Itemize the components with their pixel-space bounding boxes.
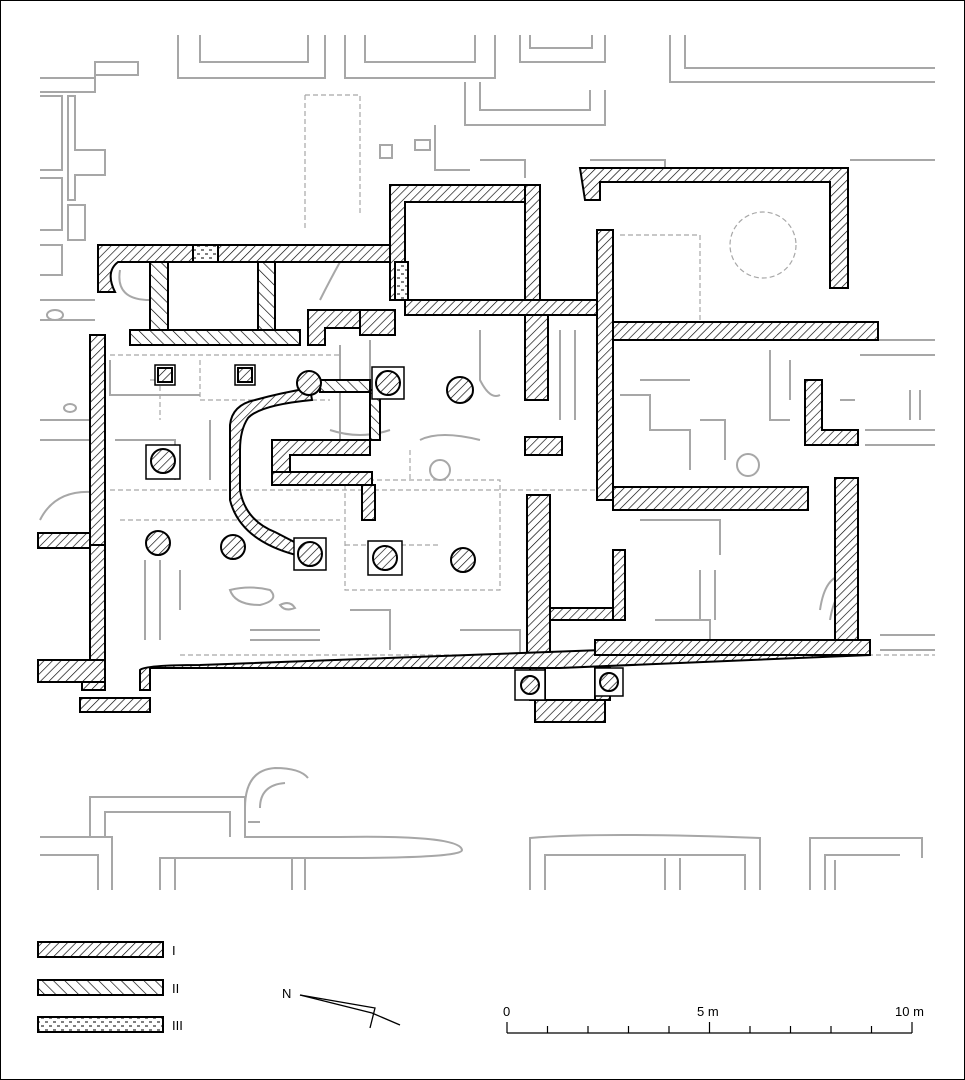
- scale-label-5m: 5 m: [697, 1004, 719, 1019]
- north-arrow-head: [299, 994, 376, 1029]
- legend: I II III: [37, 941, 183, 1033]
- north-arrow: N: [282, 986, 401, 1029]
- scale-label-10m: 10 m: [895, 1004, 924, 1019]
- scale-ticks: [506, 1022, 913, 1033]
- legend-swatch-phase-iii: [37, 1016, 164, 1033]
- scale-label-0: 0: [503, 1004, 510, 1019]
- phase-i-walls: [37, 167, 879, 723]
- phase-iii-walls: [192, 244, 409, 301]
- column-bases: [145, 364, 624, 701]
- legend-label-phase-ii: II: [172, 981, 179, 996]
- legend-swatch-phase-i: [37, 941, 164, 958]
- legend-swatch-phase-ii: [37, 979, 164, 996]
- north-arrow-shaft: [299, 994, 401, 1026]
- north-label: N: [282, 986, 291, 1001]
- legend-label-phase-i: I: [172, 943, 176, 958]
- legend-label-phase-iii: III: [172, 1018, 183, 1033]
- phase-ii-walls: [129, 261, 381, 441]
- background-structures: [39, 35, 935, 890]
- scale-bar: 0 5 m 10 m: [503, 1004, 924, 1034]
